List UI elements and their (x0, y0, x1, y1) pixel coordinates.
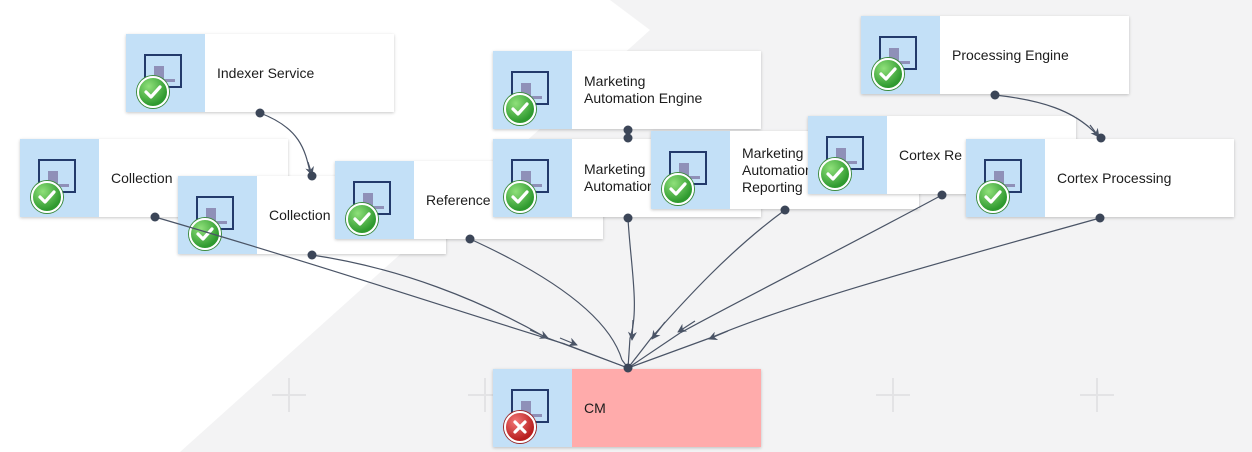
node-thumbnail (808, 116, 887, 194)
node-thumbnail (20, 139, 99, 217)
background-plus-mark (876, 378, 910, 412)
node-label: Cortex Re (899, 146, 963, 163)
node-thumbnail (966, 139, 1045, 217)
node-thumbnail (493, 139, 572, 217)
node-label: Marketing Automation Engine (584, 73, 703, 106)
node-cortex-processing[interactable]: Cortex Processing (966, 139, 1234, 217)
node-indexer-service[interactable]: Indexer Service (126, 34, 394, 112)
node-thumbnail (335, 161, 414, 239)
check-circle-icon (346, 203, 378, 235)
node-label: Collection (111, 169, 173, 186)
monitor-chart-icon (144, 54, 182, 88)
check-circle-icon (137, 76, 169, 108)
node-thumbnail (178, 176, 257, 254)
node-label: Reference (426, 191, 491, 208)
check-circle-icon (31, 181, 63, 213)
check-circle-icon (504, 181, 536, 213)
x-circle-icon (504, 411, 536, 443)
node-processing-engine[interactable]: Processing Engine (861, 16, 1129, 94)
node-thumbnail (493, 369, 572, 447)
check-circle-icon (189, 218, 221, 250)
node-thumbnail (493, 51, 572, 129)
node-cm[interactable]: CM (493, 369, 761, 447)
node-label: Cortex Processing (1057, 169, 1172, 186)
check-circle-icon (977, 181, 1009, 213)
node-label: Collection (269, 206, 331, 223)
node-label: Indexer Service (217, 64, 315, 81)
check-circle-icon (504, 93, 536, 125)
node-thumbnail (861, 16, 940, 94)
check-circle-icon (819, 158, 851, 190)
node-label: Marketing Automation (584, 161, 655, 194)
node-label: Processing Engine (952, 46, 1069, 63)
background-plus-mark (272, 378, 306, 412)
background-plus-mark (1080, 378, 1114, 412)
node-thumbnail (651, 131, 730, 209)
node-thumbnail (126, 34, 205, 112)
node-marketing-automation-engine[interactable]: Marketing Automation Engine (493, 51, 761, 129)
check-circle-icon (872, 58, 904, 90)
check-circle-icon (662, 173, 694, 205)
node-label: CM (572, 369, 761, 447)
background-plus-mark (468, 378, 502, 412)
node-label: Marketing Automation Reporting (742, 144, 813, 195)
